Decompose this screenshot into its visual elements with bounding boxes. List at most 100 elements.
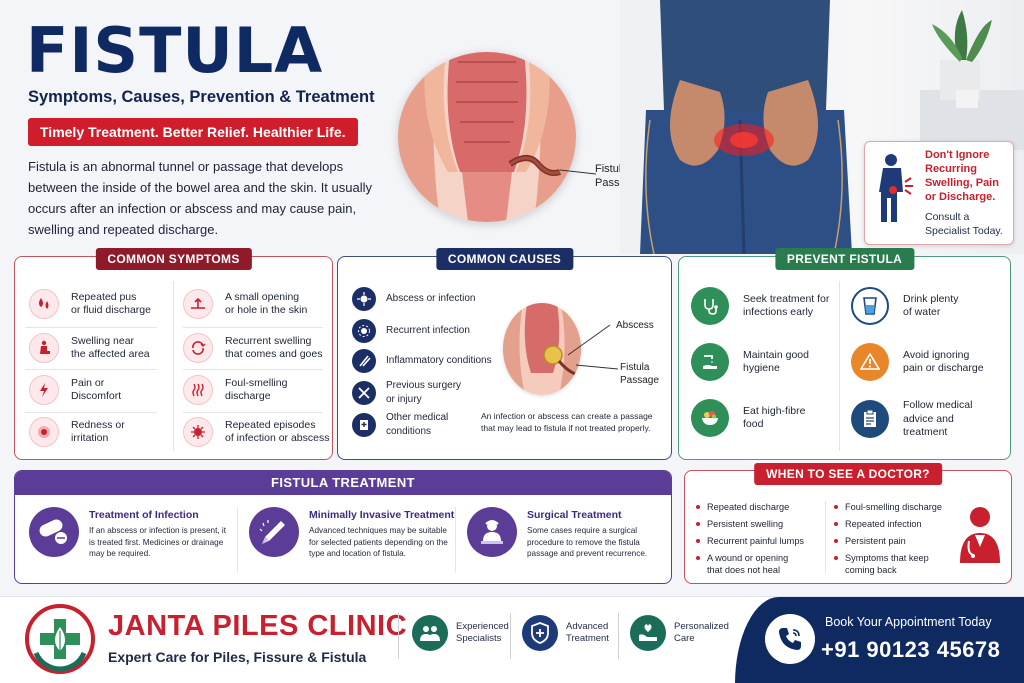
symptom-line: that comes and goes — [225, 348, 323, 360]
symptom-line: Pain or — [71, 376, 105, 389]
doctor-list-item: Symptoms that keep coming back — [833, 552, 943, 576]
divider — [398, 613, 399, 659]
treatment-desc: If an abscess or infection is present, i… — [89, 526, 226, 558]
cause-line: Other medical — [386, 412, 449, 423]
symptom-line: discharge — [225, 390, 271, 402]
pointer-line — [560, 169, 597, 175]
prevent-line: Avoid ignoring — [903, 348, 970, 361]
symptom-line: of infection or abscess — [225, 432, 330, 444]
symptom-line: Recurrent swelling — [225, 334, 312, 347]
doctor-list-item: Recurrent painful lumps — [695, 535, 805, 547]
feature-line: Personalized — [674, 620, 729, 632]
divider — [618, 613, 619, 659]
symptom-line: Repeated pus — [71, 290, 137, 303]
patient-photo — [620, 0, 1024, 254]
warning-icon — [851, 343, 889, 381]
clinic-logo — [25, 604, 95, 674]
symptom-line: Swelling near — [71, 334, 135, 347]
prevent-line: Eat high-fibre — [743, 404, 806, 417]
divider — [455, 507, 456, 573]
odor-icon — [183, 375, 213, 405]
clinic-name: JANTA PILES CLINIC — [108, 610, 408, 642]
skin-opening-icon — [183, 289, 213, 319]
phone-number[interactable]: +91 90123 45678 — [821, 637, 1001, 662]
shield-icon — [522, 615, 558, 651]
doctor-list-item: Persistent pain — [833, 535, 943, 547]
cause-item: Recurrent infection — [352, 319, 470, 343]
drops-icon — [29, 289, 59, 319]
divider — [183, 412, 323, 413]
feature-line: Specialists — [456, 633, 502, 644]
treatment-desc: Some cases require a surgical procedure … — [527, 526, 648, 558]
cause-line: or injury — [386, 393, 422, 405]
alert-line4: or Discharge. — [925, 191, 996, 203]
clinic-tagline: Expert Care for Piles, Fissure & Fistula — [108, 649, 367, 665]
anatomy-diagram — [398, 52, 576, 222]
doctor-icon — [960, 507, 1000, 563]
symptom-line: irritation — [71, 432, 109, 444]
footer: JANTA PILES CLINIC Expert Care for Piles… — [0, 596, 1024, 683]
divider — [25, 327, 157, 328]
feature-line: Treatment — [566, 633, 609, 644]
phone-icon[interactable] — [765, 614, 815, 664]
symptom-line: Foul-smelling — [225, 376, 288, 389]
inflammation-icon — [352, 349, 376, 373]
symptom-line: A small opening — [225, 290, 300, 303]
stethoscope-icon — [691, 287, 729, 325]
specialists-icon — [412, 615, 448, 651]
feature-line: Advanced — [566, 620, 609, 632]
fistula-label-line: Passage — [620, 375, 659, 386]
treatment-heading: Minimally Invasive Treatment — [309, 509, 455, 521]
doctor-list-item: Repeated infection — [833, 518, 943, 530]
alert-sub-line2: Specialist Today. — [925, 225, 1003, 237]
treatment-item: Minimally Invasive Treatment Advanced te… — [241, 507, 455, 577]
page-title: FISTULA — [26, 14, 324, 87]
laser-probe-icon — [249, 507, 299, 557]
handwash-icon — [691, 343, 729, 381]
cause-line: Abscess or infection — [386, 293, 476, 305]
surgery-icon — [352, 380, 376, 405]
fibre-food-icon — [691, 399, 729, 437]
alert-line1: Don't Ignore — [925, 149, 990, 161]
doctor-list-item: Repeated discharge — [695, 501, 805, 513]
treatment-heading: Surgical Treatment — [527, 509, 622, 521]
prevent-line: of water — [903, 306, 941, 318]
pain-bolt-icon — [29, 375, 59, 405]
prevent-line: Maintain good — [743, 348, 809, 361]
abscess-pointers — [567, 324, 619, 370]
recurrence-icon — [183, 333, 213, 363]
cause-item: Previous surgery or injury — [352, 379, 461, 406]
book-appointment-panel[interactable]: Book Your Appointment Today +91 90123 45… — [735, 597, 1024, 683]
alert-sub-line1: Consult a — [925, 211, 970, 223]
doctor-list-left: Repeated discharge Persistent swelling R… — [695, 501, 805, 581]
divider — [510, 613, 511, 659]
cause-line: Previous surgery — [386, 380, 462, 391]
alert-line2: Recurring — [925, 163, 977, 175]
diagram-label-line1: Fistula — [595, 163, 628, 175]
prevent-divider — [839, 281, 840, 451]
alert-card: Don't Ignore Recurring Swelling, Pain or… — [864, 141, 1014, 245]
prevent-title: PREVENT FISTULA — [774, 248, 915, 270]
book-appointment-label: Book Your Appointment Today — [825, 615, 992, 629]
symptom-line: or hole in the skin — [225, 304, 308, 316]
prevent-line: Follow medical — [903, 399, 973, 411]
treatment-item: Treatment of Infection If an abscess or … — [21, 507, 235, 577]
causes-note: An infection or abscess can create a pas… — [481, 411, 653, 433]
prevent-line: advice and — [903, 412, 954, 425]
intro-paragraph: Fistula is an abnormal tunnel or passage… — [28, 159, 372, 237]
medical-report-icon — [352, 412, 376, 437]
divider — [25, 369, 157, 370]
cause-item: Inflammatory conditions — [352, 349, 492, 373]
